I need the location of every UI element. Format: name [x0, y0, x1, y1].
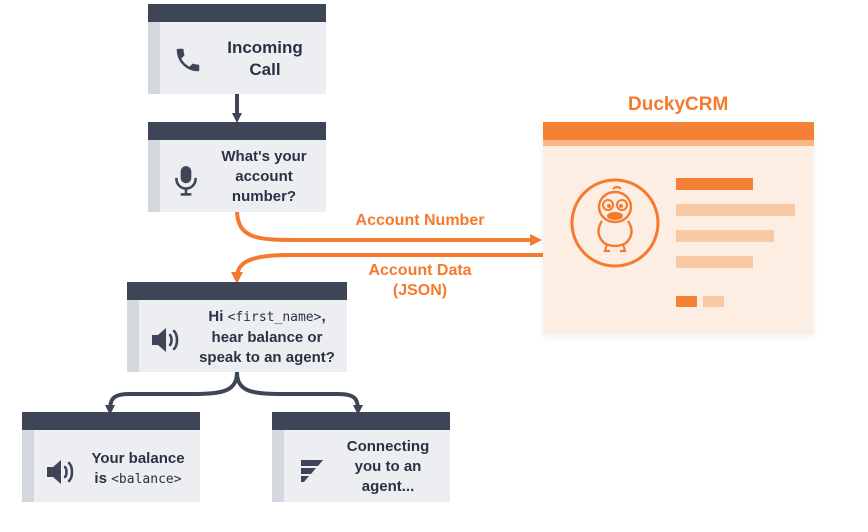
agent-box: Connecting you to an agent...: [272, 412, 450, 502]
arrow-greeting-to-balance: [105, 371, 239, 415]
greeting-first-name-placeholder: <first_name>: [227, 309, 322, 325]
crm-window: [543, 122, 814, 334]
greeting-box: Hi <first_name>, hear balance or speak t…: [127, 282, 347, 372]
balance-line-1: Your balance: [91, 449, 185, 467]
balance-placeholder: <balance>: [111, 471, 182, 487]
phone-icon: [168, 40, 208, 80]
arrow-account-data: [231, 253, 550, 284]
speaker-icon: [147, 320, 187, 360]
crm-line-3: [676, 230, 774, 242]
account-data-label-line-2: (JSON): [392, 282, 448, 299]
agent-line-1: Connecting: [346, 438, 430, 455]
account-data-label-line-1: Account Data: [368, 262, 472, 279]
crm-title-bar: [543, 122, 814, 140]
incoming-call-box: Incoming Call: [148, 4, 326, 94]
account-data-label: Account Data (JSON): [340, 261, 500, 301]
crm-button-primary: [676, 296, 697, 307]
incoming-call-line-1: Incoming: [227, 38, 303, 57]
crm-title: DuckyCRM: [628, 94, 729, 115]
arrow-greeting-to-agent: [235, 371, 363, 415]
crm-line-2: [676, 204, 795, 216]
account-question-box: What's your account number?: [148, 122, 326, 212]
agent-logo-icon: [294, 452, 330, 488]
greeting-prefix: Hi: [208, 307, 228, 325]
greeting-comma: ,: [321, 307, 326, 325]
crm-line-1: [676, 178, 753, 190]
balance-box: Your balance is <balance>: [22, 412, 200, 502]
greeting-line-3: speak to an agent?: [199, 348, 335, 366]
account-question-line-1: What's your: [221, 148, 307, 165]
crm-line-4: [676, 256, 753, 268]
agent-line-3: agent...: [361, 478, 415, 495]
crm-title-bar-shade: [543, 140, 814, 146]
crm-button-secondary: [703, 296, 724, 307]
microphone-icon: [166, 158, 206, 202]
account-question-line-2: account: [235, 168, 293, 185]
account-number-label: Account Number: [355, 212, 485, 229]
agent-line-2: you to an: [354, 458, 422, 475]
greeting-line-2: hear balance or: [211, 328, 323, 346]
incoming-call-line-2: Call: [249, 60, 281, 79]
account-question-line-3: number?: [231, 188, 297, 205]
balance-prefix: is: [94, 469, 112, 487]
speaker-icon: [42, 452, 82, 492]
arrow-account-number: [235, 209, 542, 246]
duck-logo-icon: [569, 177, 661, 269]
